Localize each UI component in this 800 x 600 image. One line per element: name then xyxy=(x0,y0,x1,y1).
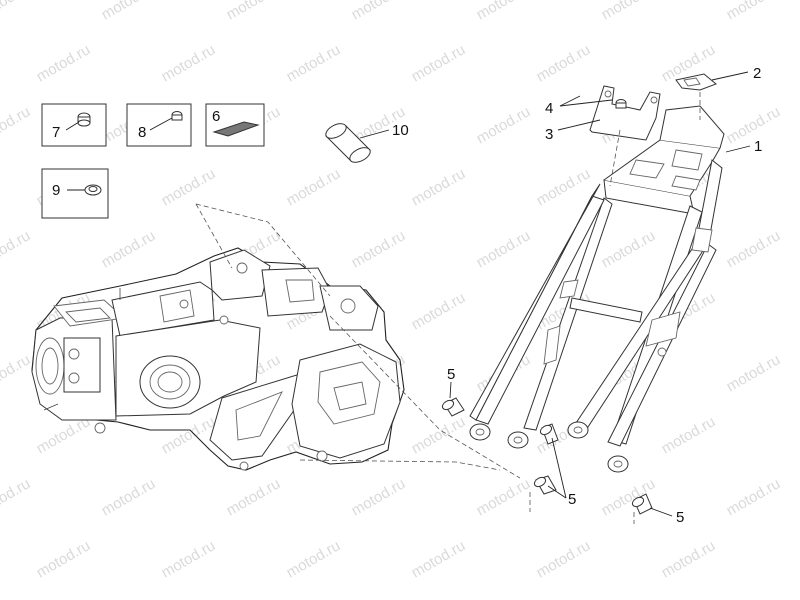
watermark-text: motod.ru xyxy=(0,351,33,395)
kit-box-8-number: 8 xyxy=(138,124,146,141)
projection-lines xyxy=(195,203,521,479)
callout-1: 1 xyxy=(754,138,762,155)
clip-icon xyxy=(84,184,102,196)
watermark-text: motod.ru xyxy=(159,165,219,209)
watermark-text: motod.ru xyxy=(0,475,33,519)
screw-icon xyxy=(171,111,183,121)
watermark-text: motod.ru xyxy=(724,351,784,395)
watermark-text: motod.ru xyxy=(409,165,469,209)
watermark-text: motod.ru xyxy=(99,0,159,23)
watermark-text: motod.ru xyxy=(0,227,33,271)
watermark-text: motod.ru xyxy=(159,413,219,457)
watermark-text: motod.ru xyxy=(599,0,659,23)
watermark-text: motod.ru xyxy=(659,537,719,581)
watermark-text: motod.ru xyxy=(224,0,284,23)
watermark-text: motod.ru xyxy=(0,103,33,147)
callout-5: 5 xyxy=(676,509,684,526)
nut-icon xyxy=(77,112,91,127)
rear-subframe-part xyxy=(469,105,725,473)
watermark-text: motod.ru xyxy=(409,413,469,457)
callout-10: 10 xyxy=(392,122,409,139)
watermark-text: motod.ru xyxy=(724,227,784,271)
callout-5: 5 xyxy=(447,366,455,383)
main-frame-assembly xyxy=(31,247,405,471)
watermark-text: motod.ru xyxy=(474,103,534,147)
callout-leaders xyxy=(449,71,751,517)
kit-box-9: 9 xyxy=(41,168,109,219)
watermark-text: motod.ru xyxy=(99,475,159,519)
callout-5: 5 xyxy=(568,491,576,508)
watermark-text: motod.ru xyxy=(659,413,719,457)
watermark-text: motod.ru xyxy=(284,537,344,581)
watermark-text: motod.ru xyxy=(409,289,469,333)
watermark-text: motod.ru xyxy=(534,41,594,85)
watermark-text: motod.ru xyxy=(34,537,94,581)
kit-box-7-number: 7 xyxy=(52,124,60,141)
watermark-text: motod.ru xyxy=(224,475,284,519)
watermark-text: motod.ru xyxy=(534,537,594,581)
watermark-text: motod.ru xyxy=(474,227,534,271)
watermark-text: motod.ru xyxy=(349,475,409,519)
mounting-bolt-part xyxy=(533,475,557,495)
watermark-text: motod.ru xyxy=(534,165,594,209)
callout-4: 4 xyxy=(545,100,553,117)
watermark-text: motod.ru xyxy=(474,475,534,519)
watermark-text: motod.ru xyxy=(159,537,219,581)
mounting-bolt-part xyxy=(539,423,559,445)
watermark-text: motod.ru xyxy=(349,227,409,271)
watermark-text: motod.ru xyxy=(409,41,469,85)
watermark-text: motod.ru xyxy=(724,475,784,519)
watermark-text: motod.ru xyxy=(349,0,409,23)
watermark-text: motod.ru xyxy=(284,41,344,85)
top-clamp-part xyxy=(675,73,717,91)
watermark-text: motod.ru xyxy=(99,227,159,271)
kit-box-7: 7 xyxy=(41,103,107,147)
watermark-text: motod.ru xyxy=(159,41,219,85)
watermark-text: motod.ru xyxy=(34,41,94,85)
watermark-text: motod.ru xyxy=(409,537,469,581)
kit-box-8: 8 xyxy=(126,103,192,147)
watermark-text: motod.ru xyxy=(599,227,659,271)
mounting-bolt-part xyxy=(441,397,465,417)
watermark-text: motod.ru xyxy=(474,0,534,23)
watermark-text: motod.ru xyxy=(599,475,659,519)
watermark-text: motod.ru xyxy=(284,165,344,209)
gasket-strip-icon xyxy=(212,121,260,137)
watermark-text: motod.ru xyxy=(0,0,33,23)
mounting-bracket-part xyxy=(589,85,661,141)
kit-box-9-number: 9 xyxy=(52,182,60,199)
bracket-screw-part xyxy=(615,99,627,109)
watermark-text: motod.ru xyxy=(724,0,784,23)
kit-box-6-number: 6 xyxy=(212,108,220,125)
kit-box-6: 6 xyxy=(205,103,265,147)
callout-3: 3 xyxy=(545,126,553,143)
mounting-bolt-part xyxy=(631,493,653,515)
subframe-foot-lug xyxy=(469,421,629,473)
callout-2: 2 xyxy=(753,65,761,82)
tube-spacer-part xyxy=(325,123,371,163)
